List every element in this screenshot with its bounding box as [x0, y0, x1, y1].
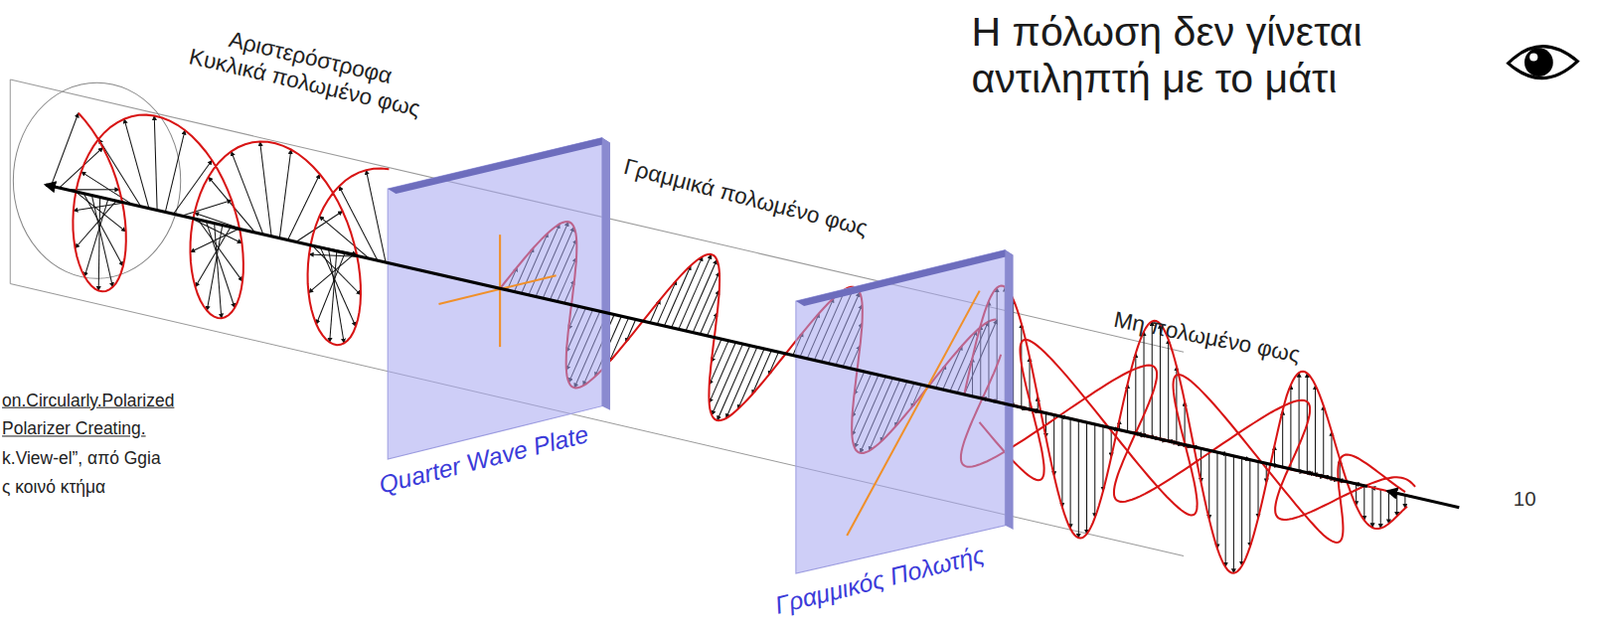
wave-envelope	[963, 286, 1408, 574]
beam-axis	[45, 184, 1368, 487]
field-vector	[711, 343, 743, 416]
field-vector	[1322, 405, 1324, 477]
field-vector	[1216, 452, 1218, 549]
field-vector	[365, 169, 386, 263]
plate-edge	[387, 138, 611, 194]
field-vector	[1363, 485, 1365, 521]
field-vector	[1143, 331, 1145, 437]
field-vector	[1167, 339, 1169, 442]
field-vector	[309, 255, 354, 294]
field-vector	[1372, 487, 1374, 528]
wave-envelope	[979, 339, 1406, 543]
eye-icon	[1508, 46, 1579, 79]
field-vector	[84, 198, 109, 277]
field-vector	[609, 318, 629, 362]
field-vector	[737, 348, 765, 410]
field-vector	[1404, 494, 1406, 508]
field-vector	[173, 160, 213, 214]
field-vector	[1233, 456, 1235, 574]
field-vector	[1298, 372, 1300, 472]
field-vector	[1053, 415, 1055, 477]
eye-glint	[1529, 52, 1538, 61]
beam-group	[45, 184, 1459, 508]
field-vector	[1225, 454, 1227, 568]
plate-edge	[602, 138, 611, 411]
field-vector	[231, 151, 264, 235]
field-vector	[73, 202, 125, 211]
field-vector	[329, 251, 337, 343]
field-vector	[98, 196, 100, 291]
field-vector	[1126, 383, 1128, 432]
eye-iris	[1524, 47, 1554, 77]
credit-text: ς κοινό κτήμα	[1, 478, 106, 498]
slide-title: Η πόλωση δεν γίνεται αντιληπτή με το μάτ…	[971, 7, 1412, 102]
field-vector	[181, 199, 232, 216]
field-vector	[685, 259, 717, 331]
field-vector	[316, 253, 345, 325]
field-vector	[656, 280, 676, 324]
field-vector	[1078, 420, 1080, 538]
guide-line	[9, 79, 11, 284]
credit-text: k.View-el”, από Ggia	[1, 449, 161, 470]
field-vector	[1061, 416, 1063, 507]
field-vector	[328, 249, 345, 343]
field-vector	[1314, 384, 1316, 475]
plate-edge	[1004, 250, 1013, 530]
field-vector	[1281, 410, 1283, 468]
field-vector	[164, 130, 185, 212]
wave-label: Γραμμικά πολωμένο φως	[621, 153, 871, 241]
field-vector	[1134, 352, 1136, 434]
field-vector	[1241, 458, 1243, 567]
credit-text: Polarizer Creating.	[1, 419, 147, 440]
field-vector	[1208, 450, 1210, 519]
field-vector	[726, 346, 758, 419]
field-vector	[1388, 491, 1390, 525]
plate-group	[387, 138, 1013, 574]
field-vector	[1289, 384, 1291, 470]
field-vector	[98, 139, 141, 207]
field-vector	[154, 115, 158, 210]
field-vector	[50, 113, 79, 186]
axis-mark	[498, 234, 501, 347]
field-vector	[671, 256, 703, 328]
field-vector	[663, 265, 691, 326]
plate-edge	[796, 250, 1014, 307]
field-vector	[189, 228, 239, 252]
field-vector	[1094, 424, 1096, 518]
field-vector	[1396, 492, 1398, 516]
field-vector	[717, 345, 751, 421]
wave-label: Μη πολωμένο φως	[1112, 306, 1303, 368]
wave-label: Αριστερόστροφα Κυκλικά πολωμένο φως	[179, 16, 436, 124]
field-vector	[1102, 426, 1104, 491]
field-vector	[124, 119, 150, 209]
field-vector	[752, 350, 772, 395]
field-vector	[260, 142, 273, 237]
field-vector	[678, 254, 712, 329]
eye-outline	[1508, 46, 1579, 79]
beam-arrow	[1387, 490, 1459, 507]
field-vector	[1070, 418, 1072, 529]
field-vector	[1380, 489, 1382, 529]
field-vector	[1249, 460, 1251, 548]
credit-text: on.Circularly.Polarized	[1, 390, 174, 411]
field-vector	[279, 150, 292, 239]
end-circle	[12, 82, 180, 279]
wave-envelope	[72, 113, 389, 345]
field-vector	[1086, 422, 1088, 534]
field-vector	[1258, 462, 1260, 519]
field-vector	[1330, 431, 1332, 479]
field-vector	[75, 200, 117, 249]
box-guides	[9, 79, 1184, 557]
field-vector	[320, 247, 356, 326]
field-vector	[195, 226, 232, 287]
polarizer-axis	[846, 291, 979, 536]
page-number: 10	[1513, 487, 1537, 512]
